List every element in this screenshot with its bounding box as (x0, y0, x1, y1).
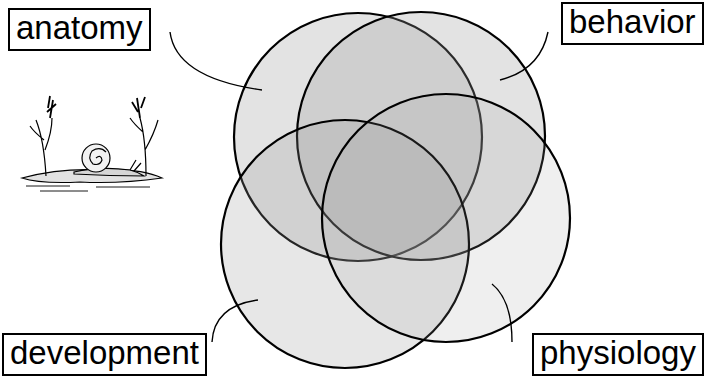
label-box: anatomy (8, 8, 151, 51)
leader-lines (170, 32, 548, 342)
leader-line (170, 32, 262, 90)
leader-line (500, 32, 548, 80)
plant-stalk (30, 118, 52, 176)
snail-shell (82, 144, 110, 172)
label-box: behavior (561, 2, 704, 45)
ground-hatch (26, 186, 150, 191)
label-text: anatomy (16, 11, 143, 46)
label-text: development (10, 336, 199, 371)
shell-spiral (90, 149, 106, 165)
venn-circles (221, 12, 570, 368)
snail-body (74, 168, 144, 176)
snail-feelers (130, 160, 141, 171)
physiology-circle (322, 94, 570, 342)
plant-head (47, 96, 56, 118)
plant-stalk (130, 118, 158, 176)
label-box: physiology (532, 333, 704, 376)
leader-line (492, 284, 512, 342)
snail-sketch (22, 96, 162, 191)
label-text: behavior (569, 5, 696, 40)
leader-line (212, 300, 258, 342)
label-text: physiology (540, 336, 696, 371)
plant-head (132, 97, 145, 118)
label-box: development (2, 333, 207, 376)
